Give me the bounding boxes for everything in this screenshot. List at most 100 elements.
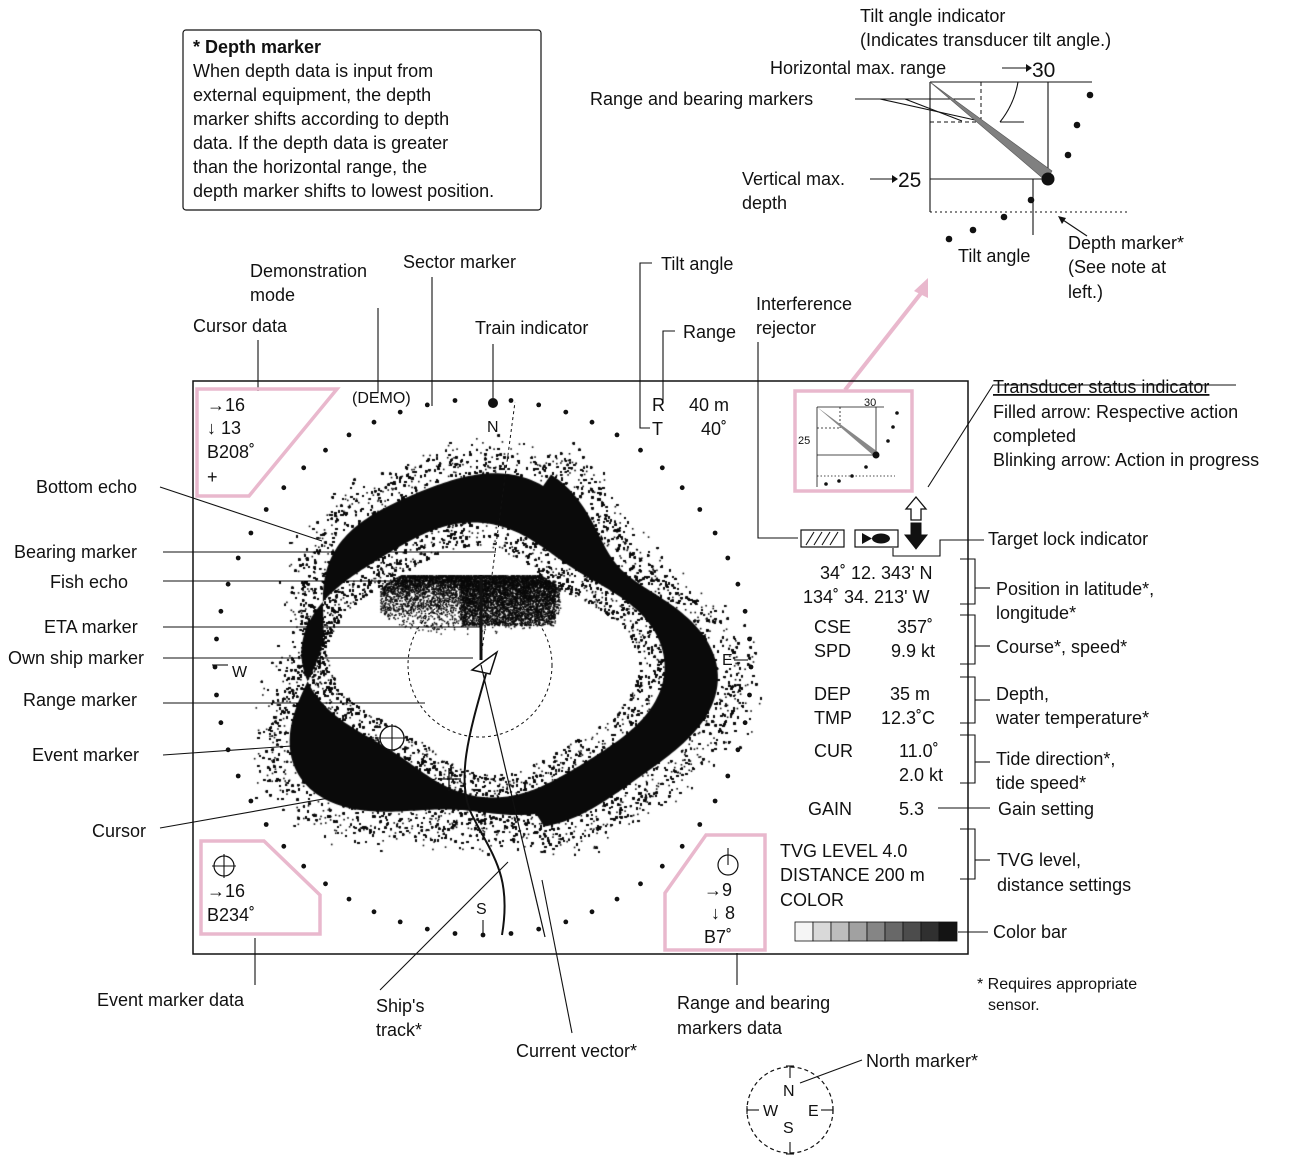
spd-value: 9.9 kt (891, 641, 935, 661)
range-ring-dot (248, 530, 254, 536)
cursor-data-symbol: + (207, 467, 218, 487)
current-vector (480, 664, 546, 938)
range-ring-dot (371, 909, 377, 915)
inset-range-value: 30 (864, 397, 876, 409)
pink-pointer-arrowhead (914, 278, 928, 298)
color-bar-cell (884, 921, 904, 942)
range-ring-dot (301, 465, 307, 471)
range-bearing-markers-label: Range and bearing markers (590, 89, 813, 109)
note-title: * Depth marker (193, 37, 321, 57)
range-ring-dot (424, 402, 430, 408)
tilt-inset-box (793, 389, 914, 493)
dep-value: 35 m (890, 684, 930, 704)
event-marker-data-box (199, 839, 322, 936)
range-bearing-data-box (663, 833, 767, 952)
screen-west-label: W (232, 664, 248, 681)
range-ring-dot (235, 555, 241, 561)
event-data-range: →16 (207, 881, 245, 901)
range-ring-dot (508, 398, 514, 403)
lower-arrow-icon (903, 522, 929, 550)
range-ring-dot (323, 881, 328, 887)
gain-value: 5.3 (899, 799, 924, 819)
cursor-data-box (195, 387, 341, 498)
range-ring-dot (536, 402, 542, 408)
bearing-marker-label: Bearing marker (14, 542, 137, 562)
demonstration-mode-label: Demonstration (250, 261, 367, 281)
range-ring-dot (659, 863, 665, 869)
range-ring-dot (214, 636, 219, 642)
range-readout-value: 40 m (689, 395, 729, 415)
event-marker-label: Event marker (32, 745, 139, 765)
range-ring-dot (263, 822, 269, 827)
tilt-readout-label: T (652, 419, 663, 439)
screen-south-label: S (476, 901, 487, 918)
cursor-symbol (438, 768, 461, 791)
color-bar-cell (902, 921, 922, 942)
ships-track-label: Ship's (376, 996, 424, 1016)
gain-setting-label: Gain setting (998, 799, 1094, 819)
sector-marker-label: Sector marker (403, 252, 516, 272)
range-ring-dot (735, 581, 741, 587)
cursor-label: Cursor (92, 821, 146, 841)
range-ring-dot (747, 636, 752, 642)
distance-readout: DISTANCE 200 m (780, 865, 925, 885)
range-ring-dot (218, 720, 224, 726)
range-ring-dot (747, 692, 752, 698)
tilt-ring-dot (945, 235, 953, 243)
screen-north-label: N (487, 419, 499, 436)
inset-ring-dot (886, 439, 890, 443)
transducer-status-title: Transducer status indicator (993, 377, 1209, 397)
inset-ring-dot (837, 479, 841, 483)
range-ring-dot (614, 432, 620, 438)
range-ring-dot (712, 530, 718, 536)
vertical-max-depth-value: 25 (898, 169, 921, 192)
color-bar-cell (830, 921, 850, 942)
color-bar-label: Color bar (993, 922, 1067, 942)
north-marker-label: North marker* (866, 1051, 978, 1071)
screen-east-label: E (722, 652, 733, 669)
dep-label: DEP (814, 684, 851, 704)
interference-rejector-label: rejector (756, 318, 816, 338)
range-ring-dot (225, 581, 231, 587)
cursor-data-depth: ↓ 13 (207, 418, 241, 438)
range-ring-dot (589, 419, 595, 425)
tilt-inset: 30 25 (798, 397, 899, 487)
range-ring-dot (263, 507, 269, 512)
tilt-angle-label-detail: Tilt angle (958, 246, 1030, 266)
range-ring-dot (659, 465, 665, 471)
cursor-data-bearing: B208˚ (207, 442, 255, 462)
target-lock-icon (854, 529, 899, 548)
range-ring-dot (508, 931, 514, 936)
vertical-max-depth-label: Vertical max. (742, 169, 845, 189)
arrow-head (1026, 64, 1032, 72)
rb-data-bearing: B7˚ (704, 927, 732, 947)
bearing-marker-line (480, 401, 516, 659)
cse-value: 357˚ (897, 617, 933, 637)
own-ship-marker-label: Own ship marker (8, 648, 144, 668)
inset-ring-dot (895, 411, 899, 415)
tvg-level-readout: TVG LEVEL 4.0 (780, 841, 907, 861)
transducer-status-text: Filled arrow: Respective action (993, 402, 1238, 422)
range-ring-dot (397, 409, 403, 415)
horizontal-max-range-value: 30 (1032, 59, 1055, 82)
event-marker-data-label: Event marker data (97, 990, 245, 1010)
tide-label: Tide direction*, (996, 749, 1115, 769)
range-ring-dot (589, 909, 595, 915)
arrow-head (892, 175, 898, 183)
cursor-data-label: Cursor data (193, 316, 288, 336)
tmp-value: 12.3˚C (881, 708, 935, 728)
transducer-status-indicator (903, 495, 929, 550)
range-ring-dot (563, 409, 569, 415)
compass-circle (746, 1066, 834, 1154)
range-ring-dot (235, 773, 241, 779)
range-ring-dot (712, 798, 718, 804)
range-marker-label: Range marker (23, 690, 137, 710)
compass-e: E (808, 1103, 819, 1120)
range-ring-dot (212, 664, 218, 670)
range-ring-dot (452, 398, 458, 403)
note-line: external equipment, the depth (193, 85, 431, 105)
range-ring-dot (536, 926, 542, 932)
rejector-hatch (805, 531, 815, 546)
range-ring-dot (679, 485, 685, 491)
